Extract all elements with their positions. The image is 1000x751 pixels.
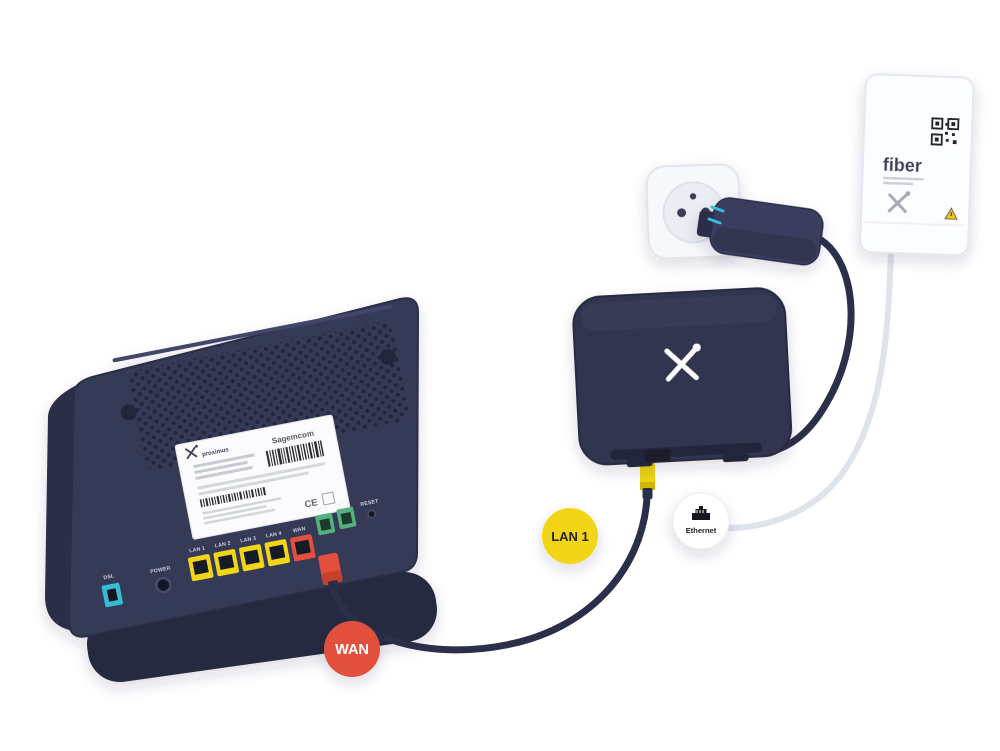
warning-icon — [944, 207, 958, 220]
ce-mark: CE — [304, 497, 319, 510]
lan1-badge: LAN 1 — [542, 508, 598, 564]
proximus-logo-icon — [184, 444, 198, 460]
lan2-port-label: LAN 2 — [214, 541, 231, 550]
barcode — [265, 440, 325, 467]
socket-hole-left — [677, 208, 687, 218]
power-port-label: POWER — [150, 565, 171, 575]
dsl-port — [101, 582, 123, 608]
rj45-icon — [692, 506, 710, 520]
router-top-edge — [112, 304, 393, 363]
qr-code — [930, 117, 960, 146]
sticker-text-line — [204, 508, 276, 525]
lan3-port-label: LAN 3 — [240, 536, 257, 545]
fiber-box-subtext-line — [883, 181, 914, 186]
power-port — [155, 576, 172, 594]
sticker-text-line — [198, 471, 309, 496]
ont-top-highlight — [581, 294, 777, 331]
ont-modem — [572, 287, 793, 468]
reset-label: RESET — [360, 498, 380, 508]
fiber-wall-box: fiber — [859, 73, 975, 257]
phone-icon — [337, 501, 349, 506]
lan3-port — [239, 544, 265, 572]
wan-plug — [318, 552, 343, 593]
router-base — [86, 571, 438, 683]
lan1-port — [187, 554, 214, 582]
wan-port — [290, 534, 316, 562]
router: proximus Sagemcom — [45, 297, 438, 683]
proximus-logo-icon — [664, 343, 701, 382]
ethernet-badge: Ethernet — [672, 492, 730, 550]
fiber-cable — [717, 250, 894, 532]
wan-badge-label: WAN — [335, 642, 369, 658]
fiber-box-subtext-line — [883, 176, 924, 181]
info-sticker: proximus Sagemcom — [174, 414, 351, 540]
sticker-logo-text: proximus — [202, 447, 230, 458]
phone-icon — [316, 507, 328, 513]
ont-foot — [722, 453, 749, 463]
screw-hole — [120, 404, 137, 421]
vent-grid — [128, 323, 409, 470]
fiber-box-seam — [864, 221, 965, 227]
ethernet-badge-label: Ethernet — [686, 526, 717, 535]
ont-lan-port-recess — [644, 449, 671, 463]
wan-badge: WAN — [324, 621, 380, 677]
power-adapter — [696, 197, 824, 266]
fiber-box-label: fiber — [882, 155, 922, 176]
lan1-badge-label: LAN 1 — [551, 529, 589, 544]
socket-ground-pin — [689, 193, 697, 200]
sticker-text-line — [202, 497, 282, 515]
ports-panel: DSL POWER LAN 1 LAN 2 LAN 3 — [101, 498, 380, 608]
lan2-port — [213, 549, 239, 577]
lan4-port — [264, 539, 291, 567]
sticker-text-line — [197, 462, 326, 490]
lan1-port-label: LAN 1 — [189, 545, 206, 554]
reset-button — [367, 509, 376, 519]
sticker-text-line — [193, 453, 255, 469]
sticker-icon-box — [321, 491, 336, 506]
lan4-port-label: LAN 4 — [265, 531, 282, 540]
plug-contact-accent — [707, 205, 725, 225]
dsl-port-label: DSL — [103, 573, 116, 581]
sticker-text-line — [203, 505, 267, 520]
router-side-face — [45, 377, 95, 631]
sticker-text-line — [195, 465, 253, 480]
sticker-text-line — [194, 460, 248, 475]
barcode — [199, 486, 267, 508]
power-cable — [766, 236, 855, 456]
lan-plug — [640, 462, 655, 499]
proximus-logo-icon — [887, 191, 911, 213]
phone-port-1 — [315, 512, 336, 536]
screw-hole — [379, 349, 396, 366]
wan-port-label: WAN — [293, 526, 307, 534]
phone-port-2 — [336, 506, 357, 530]
router-back-content: proximus Sagemcom — [101, 304, 409, 608]
